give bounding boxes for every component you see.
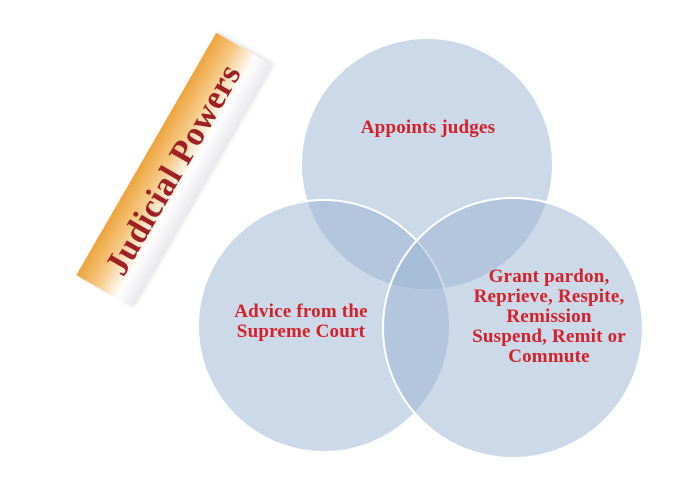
circle-label-pardon-powers: Grant pardon, Reprieve, Respite, Remissi… [449, 267, 649, 367]
circle-label-advice-supreme-court: Advice from the Supreme Court [206, 302, 396, 342]
label-line: Supreme Court [236, 321, 366, 342]
label-line: Appoints judges [360, 117, 496, 138]
label-line: Reprieve, Respite, [473, 286, 625, 307]
label-line: Remission [506, 306, 592, 327]
label-line: Grant pardon, [488, 266, 610, 287]
circle-label-appoints-judges: Appoints judges [302, 117, 554, 138]
label-line: Commute [508, 346, 590, 367]
venn-circle-pardon-powers [382, 197, 644, 459]
label-line: Suspend, Remit or [472, 326, 626, 347]
label-line: Advice from the [234, 301, 368, 322]
